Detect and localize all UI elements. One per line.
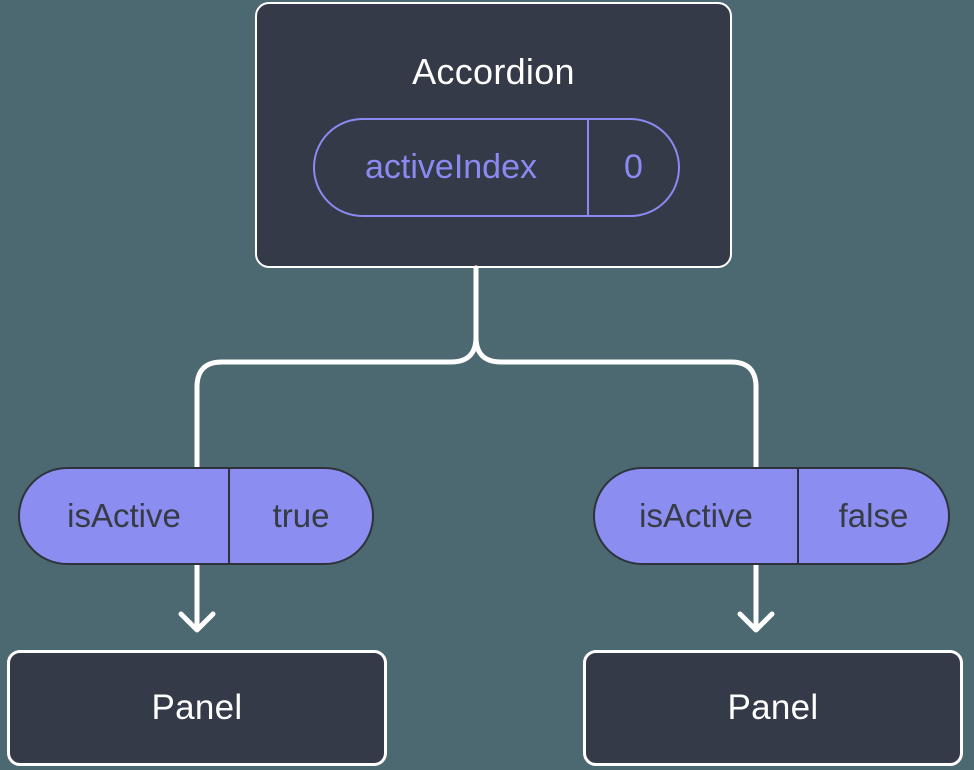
panel-node-title: Panel (727, 688, 819, 727)
arrow-down-left-icon (178, 611, 216, 633)
state-value-label: 0 (624, 148, 643, 186)
prop-value-label: true (272, 497, 330, 534)
panel-node-title: Panel (151, 688, 243, 727)
state-name-label: activeIndex (315, 120, 589, 215)
panel-node-right: Panel (583, 650, 963, 766)
arrow-down-right-icon (737, 611, 775, 633)
prop-pill-isactive-true: isActive true (18, 467, 374, 565)
accordion-node-title: Accordion (412, 51, 575, 92)
panel-node-left: Panel (7, 650, 387, 766)
prop-value-label: false (838, 497, 909, 534)
connector-left-branch (194, 265, 479, 631)
prop-pill-isactive-false: isActive false (593, 467, 950, 565)
connector-right-branch (473, 265, 759, 631)
prop-name-label: isActive (20, 469, 230, 563)
prop-name-label: isActive (595, 469, 799, 563)
state-pill-activeindex: activeIndex 0 (313, 118, 680, 217)
